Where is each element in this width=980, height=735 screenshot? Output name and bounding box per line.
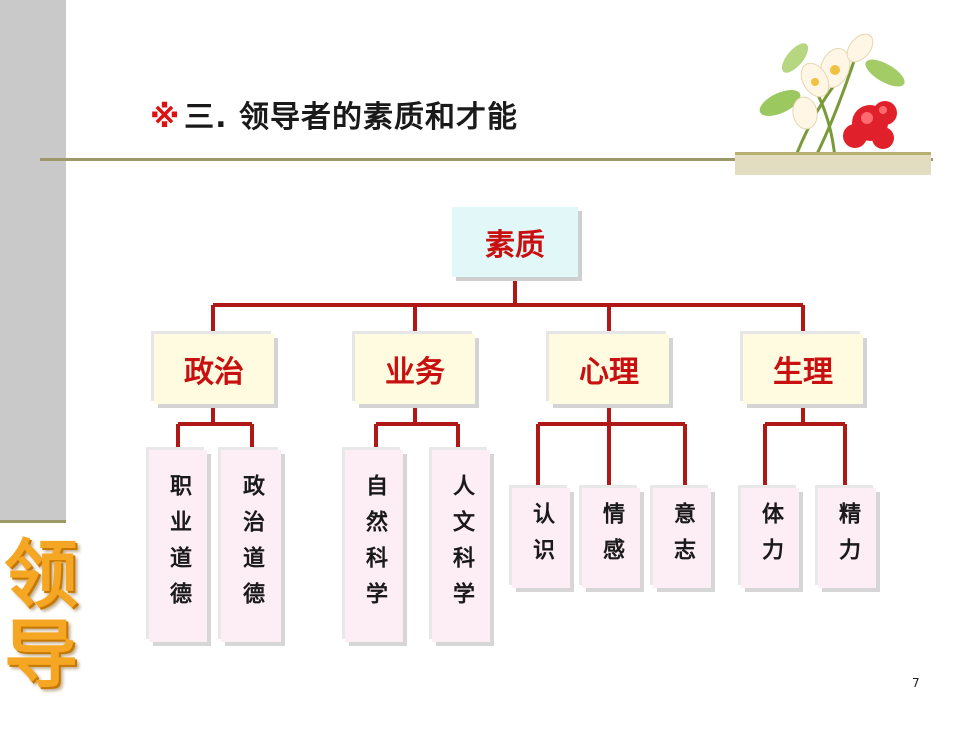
- slide-title-text: 三. 领导者的素质和才能: [184, 100, 519, 135]
- side-char-ling: 领: [4, 532, 78, 618]
- node-leaf-professional-ethics: 职业道德: [149, 450, 207, 642]
- node-leaf-cognition: 认识: [512, 488, 570, 588]
- node-category-physiology: 生理: [743, 334, 863, 404]
- node-category-psychology: 心理: [549, 334, 669, 404]
- side-char-dao: 导: [4, 612, 78, 698]
- node-leaf-stamina: 体力: [741, 488, 799, 588]
- node-root: 素质: [452, 207, 578, 277]
- node-leaf-humanities: 人文科学: [432, 450, 490, 642]
- node-leaf-political-ethics: 政治道德: [221, 450, 281, 642]
- node-category-business: 业务: [355, 334, 475, 404]
- sidebar-panel: [0, 0, 66, 522]
- node-leaf-emotion: 情感: [582, 488, 640, 588]
- sidebar-divider: [0, 520, 66, 523]
- page-number: 7: [912, 676, 920, 690]
- node-category-politics: 政治: [154, 334, 274, 404]
- flower-bouquet-icon: [735, 18, 931, 168]
- node-leaf-will: 意志: [653, 488, 711, 588]
- title-rule: [40, 158, 933, 161]
- node-leaf-energy: 精力: [818, 488, 876, 588]
- slide-title: ※三. 领导者的素质和才能: [150, 92, 518, 136]
- image-shelf: [735, 152, 931, 175]
- node-leaf-natural-science: 自然科学: [345, 450, 403, 642]
- reference-mark-icon: ※: [150, 100, 181, 135]
